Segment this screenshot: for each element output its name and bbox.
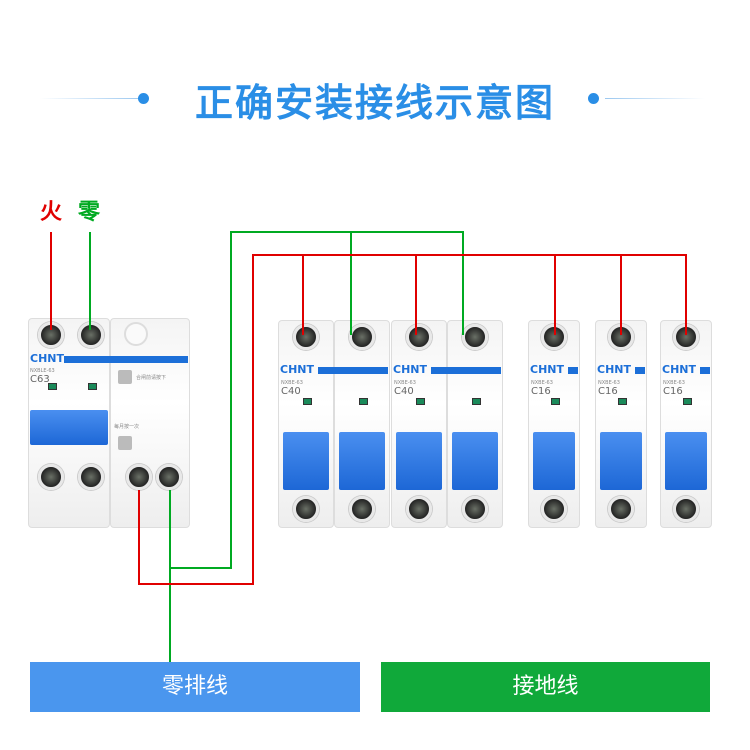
live-label: 火 [40,200,63,225]
rcd-lever[interactable] [30,410,108,445]
breaker-rating: C40 [394,386,414,397]
breaker-lever[interactable] [533,432,575,490]
breaker-brand: CHNT [280,363,314,376]
breaker-brand: CHNT [662,363,696,376]
reset-label: 每月按一次 [114,424,140,430]
breaker-lever[interactable] [600,432,642,490]
breaker-rating: C16 [598,386,618,397]
rcd-brand: CHNT [30,352,64,365]
breaker-brand: CHNT [393,363,427,376]
breaker-rating: C16 [663,386,683,397]
test-label: 合闸前请按下 [136,375,167,381]
breaker-lever[interactable] [396,432,442,490]
breaker-lever[interactable] [452,432,498,490]
page-title: 正确安装接线示意图 [194,81,555,125]
title-line-left [40,98,140,99]
neutral-bar: 零排线 [30,662,360,712]
breaker-brand: CHNT [597,363,631,376]
title-dot-right [588,93,599,104]
rcd-rating: C63 [30,374,50,385]
test-button[interactable] [118,370,132,384]
breaker-lever[interactable] [283,432,329,490]
ground-bar: 接地线 [381,662,710,712]
breaker-lever[interactable] [665,432,707,490]
breaker-brand: CHNT [530,363,564,376]
breaker-rating: C16 [531,386,551,397]
rcd-model: NXBLE-63 [30,368,55,374]
neutral-label: 零 [78,200,101,225]
breaker-lever[interactable] [339,432,385,490]
title-dot-left [138,93,149,104]
breaker-rating: C40 [281,386,301,397]
reset-button[interactable] [118,436,132,450]
title-line-right [605,98,705,99]
